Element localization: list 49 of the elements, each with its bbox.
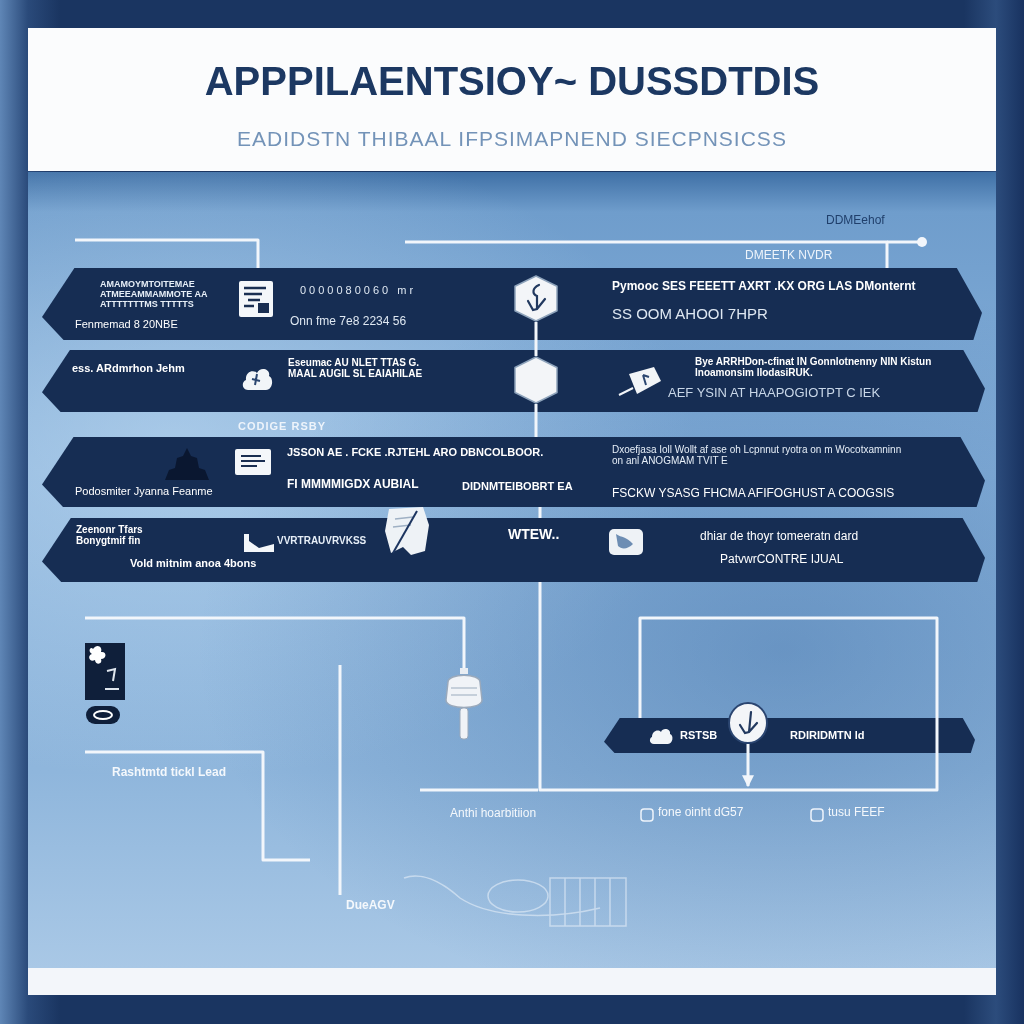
arrow xyxy=(742,744,754,788)
banner-text: JSSON AE . FCKE .RJTEHL ARO DBNCOLBOOR. xyxy=(287,446,544,459)
bulb-drawing xyxy=(443,668,485,740)
banner-text: ess. ARdmrhon Jehm xyxy=(72,362,185,375)
note-text: Rashtmtd tickl Lead xyxy=(112,766,227,780)
banner-text: Podosmiter Jyanna Feanme xyxy=(75,485,213,498)
banner-text: Vold mitnim anoa 4bons xyxy=(130,557,257,570)
banner-text: RDIRIDMTN ld xyxy=(790,729,865,742)
banner-text: RSTSB xyxy=(680,729,718,742)
connector-line xyxy=(85,616,466,668)
connector-line xyxy=(538,582,939,792)
hexagon-node xyxy=(514,275,558,322)
connector-line xyxy=(534,322,538,356)
note-text: DMEETK NVDR xyxy=(745,249,833,263)
banner-text: AMAMOYMTOITEMAE ATMEEAMMAMMOTE AA ATTTTTTTMS TTTTTS xyxy=(100,280,209,310)
banner-text: FI MMMMIGDX AUBIAL xyxy=(287,478,419,492)
connector-line xyxy=(405,240,889,268)
connector-line xyxy=(534,404,538,437)
banner-text: 0000080060 mr xyxy=(300,284,417,297)
connector-line xyxy=(75,238,260,268)
note-text: fone oinht dG57 xyxy=(658,806,744,820)
note-text: DDMEehof xyxy=(826,214,885,228)
note-text: Anthi hoarbitiion xyxy=(450,807,537,821)
hexagon-node xyxy=(514,356,558,404)
beside-text: CODIGE RSBY xyxy=(238,420,326,433)
banner-text: Eseumac AU NLET TTAS G. MAAL AUGIL SL EAIAHILAE xyxy=(288,357,424,379)
banner-text: Zeenonr Tfars Bonygtmif fin xyxy=(76,524,144,546)
banner-text: WTEW.. xyxy=(508,526,560,543)
banner-text: Pymooc SES FEEETT AXRT .KX ORG LAS DMonternt xyxy=(612,280,916,294)
subtitle: EADIDSTN THIBAAL IFPSIMAPNEND SIECPNSICSS xyxy=(237,127,787,152)
banner-text: VVRTRAUVRVKSS xyxy=(277,535,367,547)
title: APPPILAENTSIOY~ DUSSDTDIS xyxy=(204,58,820,104)
banner-text: SS OOM AHOOI 7HPR xyxy=(612,305,768,323)
banner xyxy=(42,268,982,340)
banner-text: Bye ARRHDon-cfinat IN Gonnlotnenny NIN Kistun Inoamonsim IIodasiRUK. xyxy=(695,356,933,378)
banner-text: PatvwrCONTRE IJUAL xyxy=(720,553,844,567)
circle-node xyxy=(728,702,768,744)
note-text: DueAGV xyxy=(346,899,395,913)
banner xyxy=(42,437,985,507)
connector-line xyxy=(538,507,542,518)
banner-text: DIDNMTEIBOBRT EA xyxy=(462,480,573,493)
banner-text: AEF YSIN AT HAAPOGIOTPT C IEK xyxy=(668,386,881,401)
note-text: tusu FEEF xyxy=(828,806,885,820)
banner-text: Onn fme 7e8 2234 56 xyxy=(290,315,407,329)
banner-text: Fenmemad 8 20NBE xyxy=(75,318,178,331)
banner-text: FSCKW YSASG FHCMA AFIFOGHUST A COOGSIS xyxy=(612,487,895,501)
banner-text: dhiar de thoyr tomeeratn dard xyxy=(700,530,859,544)
banner-text: Dxoefjasa Ioll Wollt af ase oh Lcpnnut ryotra on m Wocotxamninn on anl ANOGMAM TVIT E xyxy=(612,444,903,466)
banner xyxy=(42,350,985,412)
